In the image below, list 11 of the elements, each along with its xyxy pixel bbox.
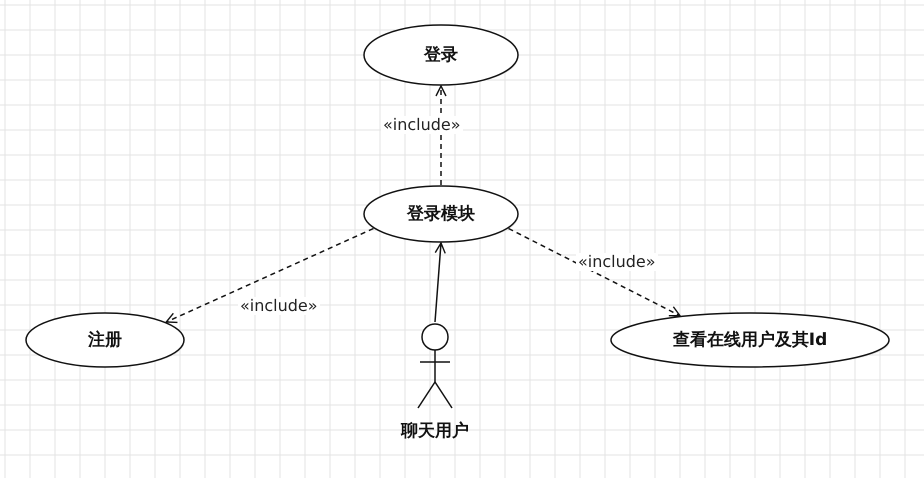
use-case-label: 登录 bbox=[422, 44, 459, 66]
arrow bbox=[434, 242, 446, 322]
edge-label: «include» bbox=[238, 297, 320, 315]
arrow bbox=[166, 228, 374, 324]
edge-label: «include» bbox=[381, 116, 463, 134]
use-case-label: 登录模块 bbox=[406, 203, 476, 225]
arrow bbox=[508, 228, 681, 316]
edge-label: «include» bbox=[576, 253, 658, 271]
use-case-label: 注册 bbox=[87, 329, 123, 351]
actor-label: 聊天用户 bbox=[400, 420, 470, 442]
use-case-label: 查看在线用户及其Id bbox=[672, 329, 828, 351]
